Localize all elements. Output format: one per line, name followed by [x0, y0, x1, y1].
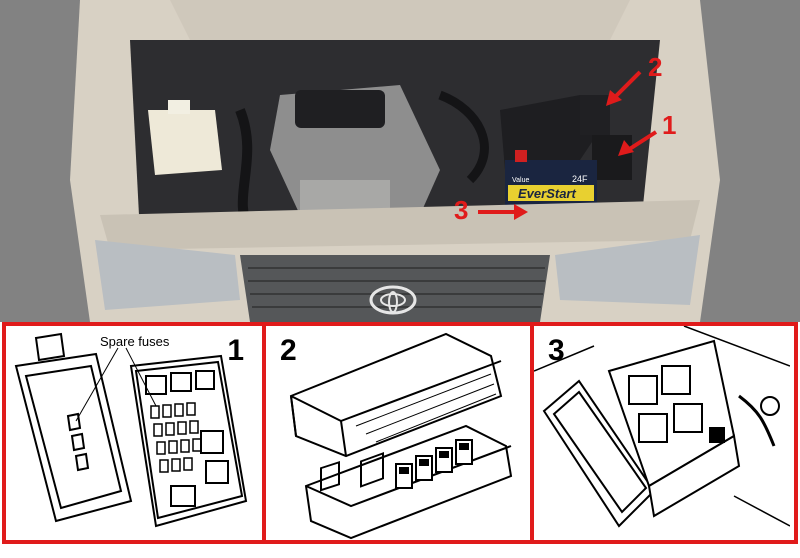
fuse-box-1 [592, 135, 632, 180]
battery-tag-text: 24F [572, 174, 588, 184]
callout-3: 3 [454, 195, 469, 225]
arrow-3 [478, 204, 528, 220]
arrow-2 [606, 70, 642, 106]
toyota-emblem [369, 285, 417, 315]
panel-number-3: 3 [548, 334, 565, 367]
diagram-panel-2: 2 [266, 322, 534, 544]
panel-number-1: 1 [227, 334, 244, 367]
right-headlight [555, 235, 700, 305]
fuse-box-cover-removed-diagram [289, 332, 513, 540]
spare-fuses-label: Spare fuses [100, 334, 170, 349]
arrow-1 [618, 130, 658, 156]
diagram-panel-3: 3 [534, 322, 798, 544]
panel-number-2: 2 [280, 334, 297, 367]
callout-2: 2 [648, 52, 663, 82]
left-headlight [95, 240, 240, 310]
fuse-box-open-lid-diagram [14, 332, 248, 528]
coolant-reservoir [148, 110, 222, 175]
diagram-panel-1: Spare fuses 1 [2, 322, 266, 544]
relay-box-open-diagram [534, 326, 790, 528]
engine-bay-illustration: Value EverStart 24F [0, 0, 800, 322]
engine-bay-photo: Value EverStart 24F [0, 0, 800, 322]
battery-brand-text: EverStart [518, 186, 576, 201]
battery-value-text: Value [512, 177, 529, 184]
callout-1: 1 [662, 110, 677, 140]
fuse-box-2 [580, 95, 610, 135]
